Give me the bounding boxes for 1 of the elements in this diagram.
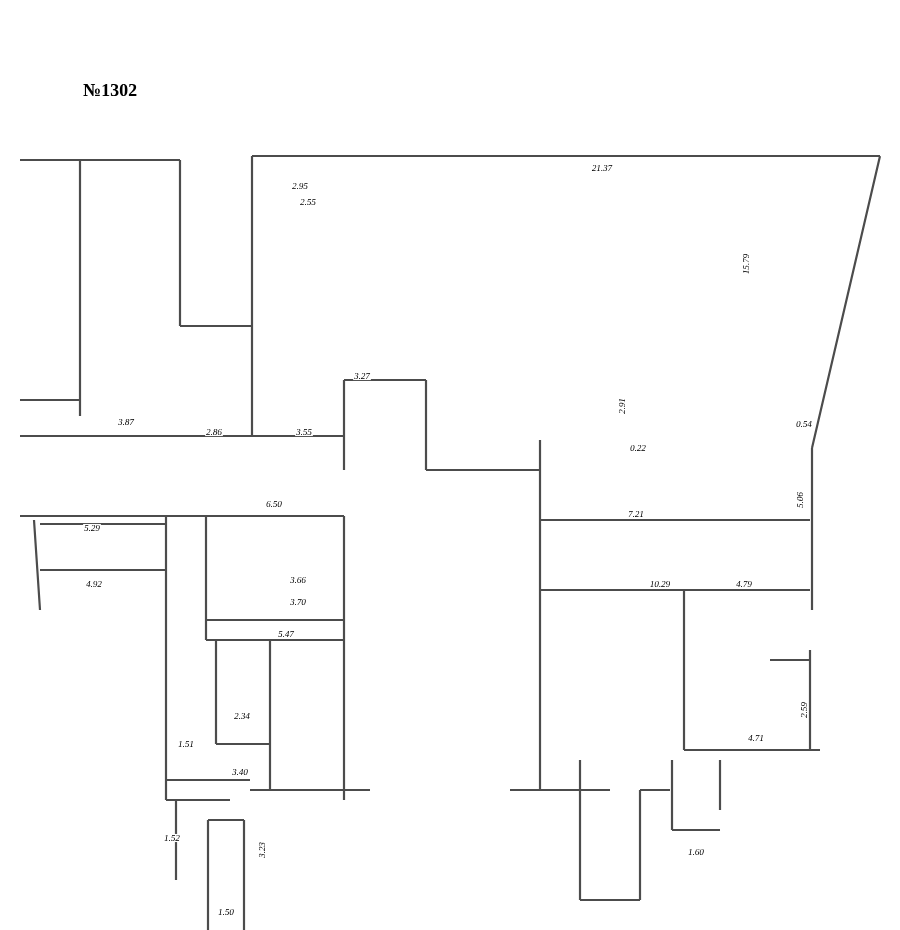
plan-number: №1302 [83,83,137,97]
